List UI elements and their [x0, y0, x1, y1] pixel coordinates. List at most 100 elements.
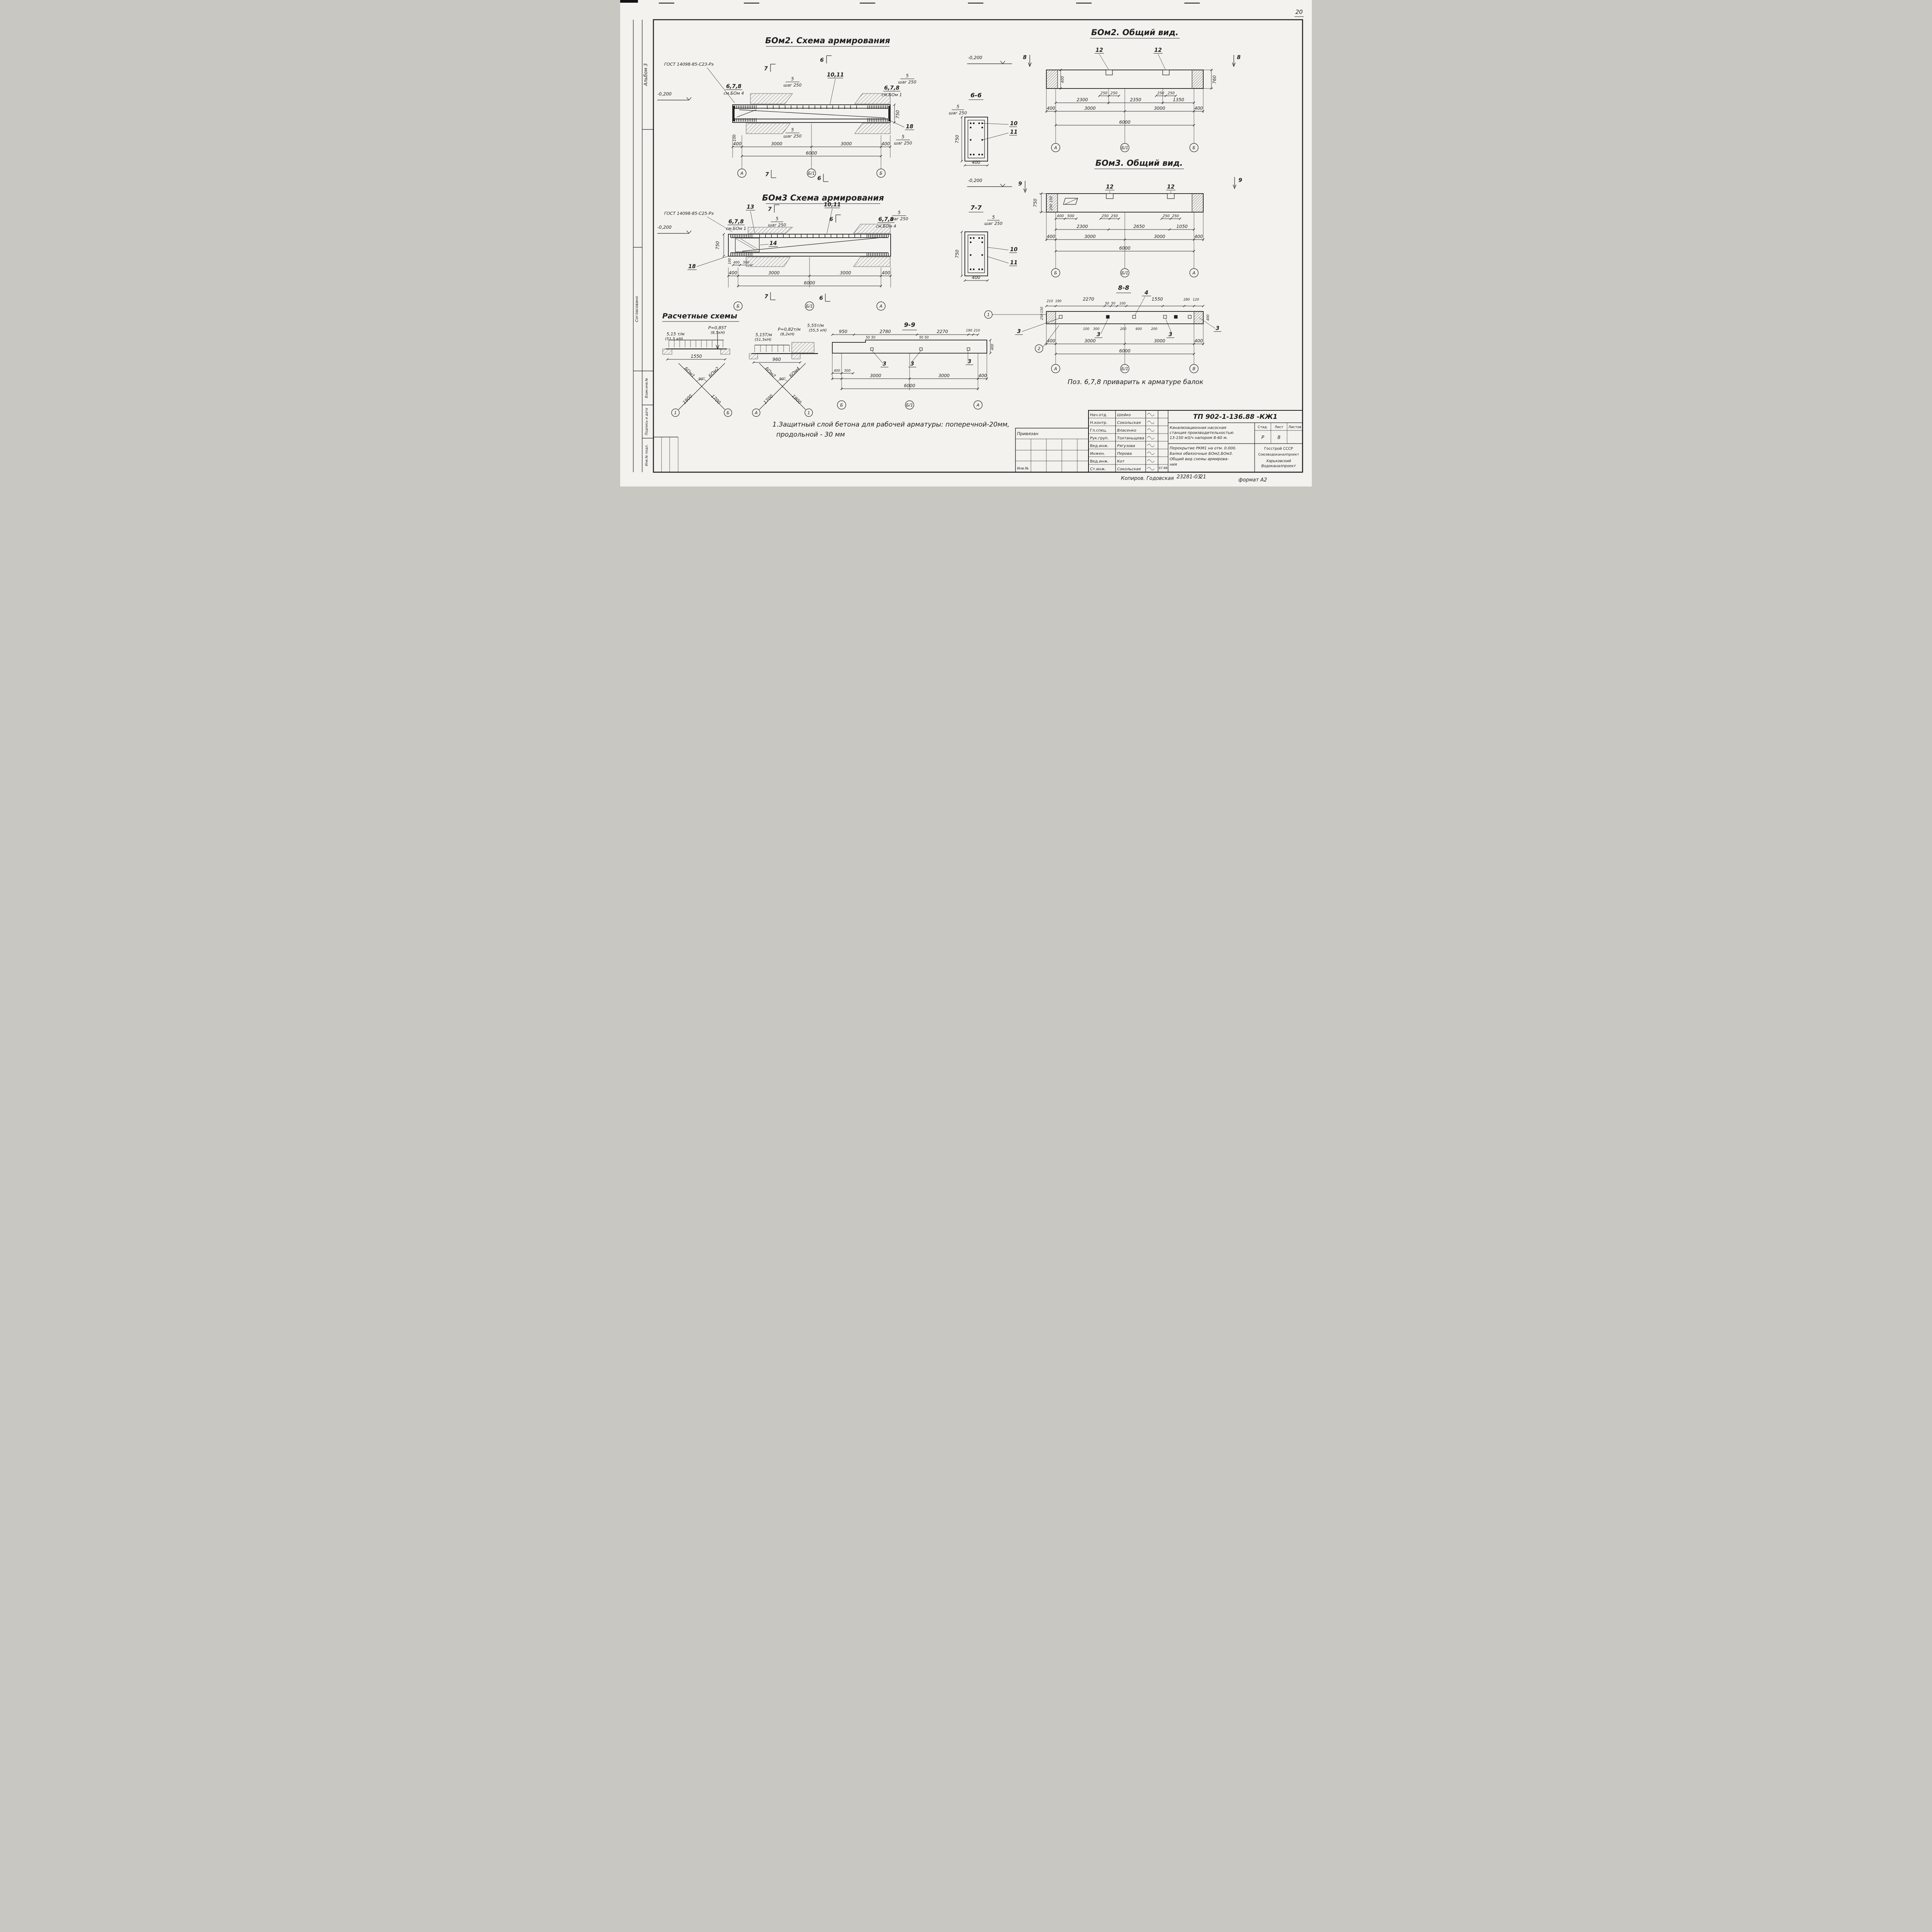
person-name: Сокольская	[1117, 467, 1141, 471]
axis-marker	[1051, 268, 1060, 277]
axis-label: 1	[987, 312, 990, 317]
axis-label: Б/1	[1121, 145, 1128, 150]
dim-total: 6000	[904, 383, 915, 388]
side-label-vzam: Взам.инв.№	[645, 378, 649, 398]
pos-12: 12	[1167, 184, 1174, 190]
block-load	[791, 342, 815, 353]
drawing-title: БОм3. Общий вид.	[1095, 158, 1183, 168]
dim-label: 3000	[1154, 234, 1165, 239]
pos-3: 3	[968, 359, 971, 365]
title-block: Нач.отд. Шейко Н.контр. Сокольская Гл.сп…	[1088, 410, 1303, 473]
org-line2: Союзводоканалпроект	[1258, 453, 1299, 457]
pos-3: 3	[1168, 332, 1172, 338]
axis-label: 2	[1038, 346, 1041, 351]
signature	[1147, 421, 1155, 424]
dim-small: 50	[925, 336, 929, 340]
axis-label: 1	[808, 410, 810, 415]
dim-label: 250	[1168, 91, 1175, 95]
pos-ref-left: 6,7,8	[726, 83, 742, 90]
dim-label: 500	[1067, 214, 1074, 218]
step-count: 5	[898, 210, 900, 215]
load-label: 5,55т/м	[807, 323, 824, 328]
pos-14: 14	[769, 240, 777, 247]
signature	[1147, 429, 1155, 432]
axis-marker	[876, 168, 886, 178]
sheet-header: Лист	[1275, 425, 1284, 429]
dim-label: 2300	[1077, 224, 1088, 229]
dim-small: 500	[743, 261, 749, 265]
drawing-title: БОм2. Схема армирования	[765, 36, 890, 45]
calc-schemes: Расчетные схемы 5,15 т/м (51,5 кН) Р=0,8…	[662, 312, 1010, 439]
dim-label: 400	[881, 141, 890, 146]
axis-marker	[671, 408, 680, 417]
stage-header: Стад.	[1258, 425, 1268, 429]
pos-10: 10	[1010, 121, 1018, 127]
drawing-title: БОм2. Общий вид.	[1091, 28, 1179, 37]
inventory-label: Инв.№	[1017, 467, 1029, 471]
dim-small: 500	[844, 369, 850, 373]
step-note: шаг 250	[949, 111, 967, 116]
embed-plate	[1188, 315, 1192, 319]
bom3-reinforcement-scheme: БОм3 Схема армирования ГОСТ 14098-85-С25…	[657, 193, 908, 311]
signature	[1147, 459, 1155, 463]
axis-label: Б	[840, 403, 843, 408]
dim-height: 750	[954, 135, 960, 143]
beam-slot	[1063, 198, 1078, 205]
level-mark-label: -0,200	[968, 178, 982, 183]
dim-label: 1900	[791, 393, 803, 405]
date-value: 07.88	[1159, 466, 1168, 470]
org-line3: Харьковский	[1266, 459, 1291, 463]
step-note: шаг 250	[783, 134, 801, 139]
dim-small: 50	[871, 336, 876, 340]
wall-hatch	[1194, 311, 1204, 324]
wall-hatch	[1046, 70, 1058, 89]
slab-hatch-zone	[854, 123, 891, 134]
embed-plate	[870, 347, 874, 351]
dim-label: 400	[1194, 234, 1203, 239]
embed-plate	[1132, 315, 1136, 319]
person-name: Тохтаньщева	[1117, 436, 1144, 440]
dim-small: 50	[919, 336, 923, 340]
step-count: 5	[776, 216, 778, 221]
bom2-reinforcement-scheme: БОм2. Схема армирования ГОСТ 14098-85-С2…	[657, 36, 917, 182]
axis-label: Б/1	[906, 403, 913, 408]
axis-marker	[1051, 143, 1060, 152]
dim-small: 400	[991, 344, 995, 350]
axis-marker	[724, 408, 732, 417]
person-name: Власенко	[1117, 429, 1136, 433]
section-7-7: 7-7 5 шаг 250 10 11 750 400	[954, 204, 1018, 282]
dim-small: 190	[1055, 299, 1061, 303]
dim-label: 250	[1157, 91, 1164, 95]
beam-outline	[732, 104, 891, 123]
dim-label: 1050	[1176, 224, 1187, 229]
section-outline	[964, 117, 988, 162]
beam-name: БОм4	[788, 366, 801, 379]
step-note: шаг 250	[768, 223, 786, 228]
person-name: Перова	[1117, 452, 1132, 456]
dim-small: 400	[834, 369, 840, 373]
dim-label: 3000	[1084, 105, 1095, 111]
dim-label: 400	[978, 373, 987, 378]
point-load-label: Р=0,85Т	[708, 325, 727, 330]
document-number: ТП 902-1-136.88 -КЖ1	[1193, 413, 1277, 421]
slab-hatch-zone	[746, 257, 791, 267]
wall-hatch	[1046, 311, 1056, 324]
step-note: шаг 250	[898, 80, 916, 85]
dim-label: 1350	[1173, 97, 1184, 102]
role-label: Инжен.	[1090, 452, 1105, 456]
level-mark-label: -0,200	[968, 55, 982, 60]
pos-11: 11	[1010, 260, 1017, 266]
wall-hatch	[1046, 193, 1058, 213]
axis-marker	[1189, 364, 1199, 373]
side-label-soglasovano: Согласовано	[635, 296, 639, 322]
role-label: Гл.спец.	[1090, 429, 1107, 433]
content-line3: Общий вид схемы армирова-	[1170, 457, 1229, 461]
axis-marker	[805, 301, 814, 311]
bom3-general-view: БОм3. Общий вид. -0,200 9 9 12 12 750 15…	[967, 158, 1242, 277]
dim-label: 3000	[938, 373, 949, 378]
role-label: Нач.отд.	[1090, 413, 1107, 417]
embed-plate	[1174, 315, 1178, 319]
dim-small: 100	[1119, 302, 1126, 306]
dim-label: 2270	[937, 329, 948, 334]
section-mark-7: 7	[764, 66, 768, 72]
